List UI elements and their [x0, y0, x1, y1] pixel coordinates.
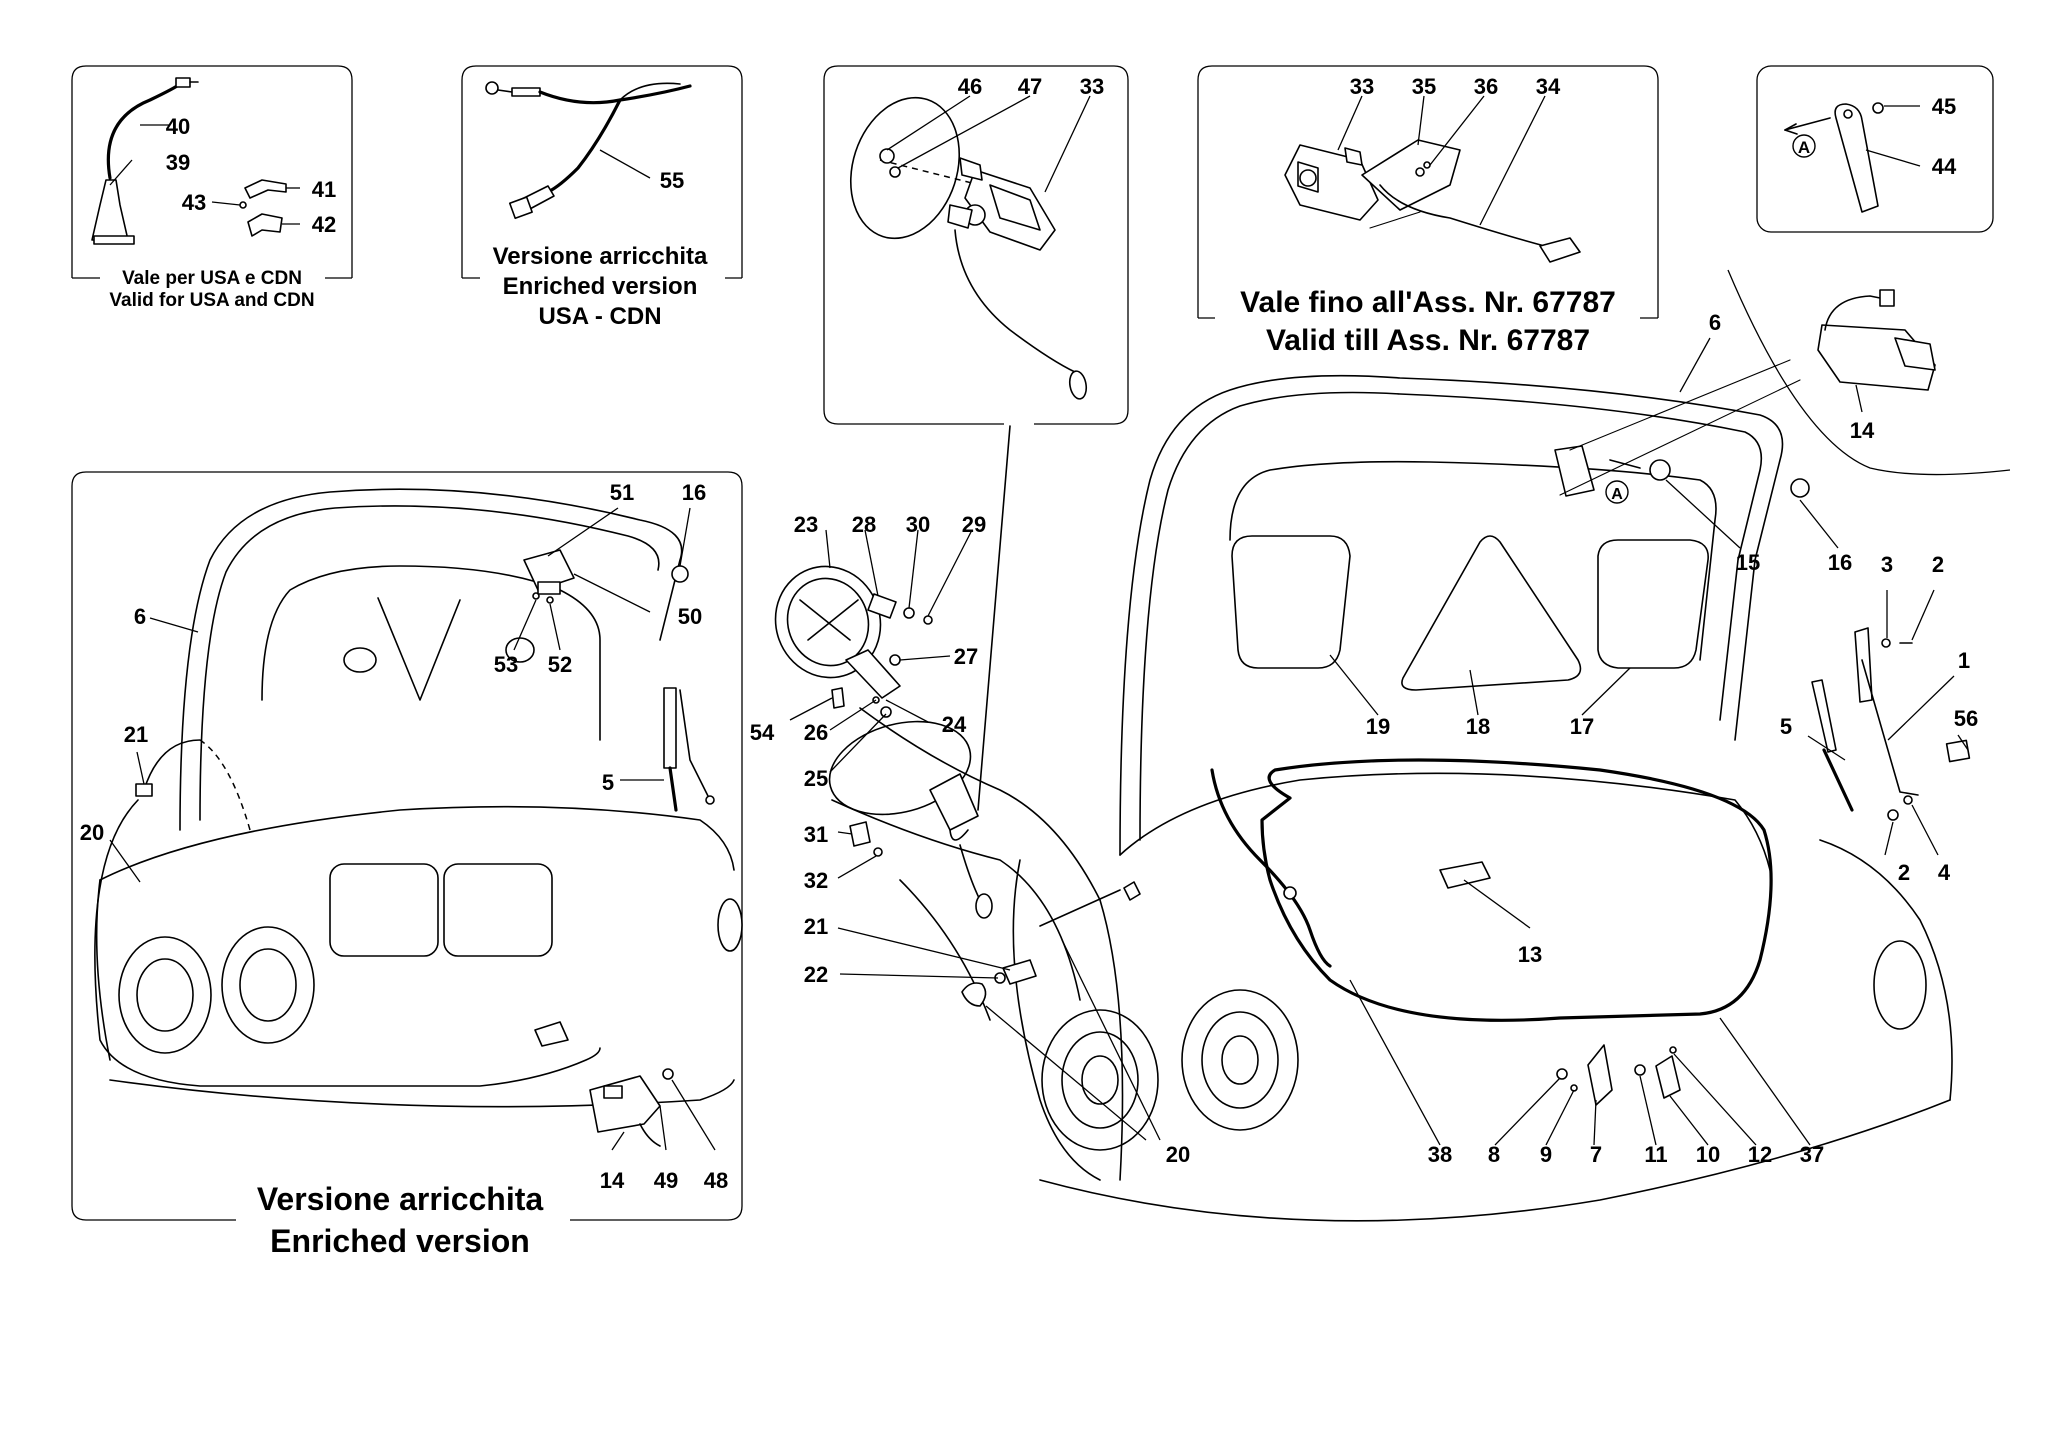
callout-41: 41: [312, 177, 336, 202]
callout-13: 13: [1518, 942, 1542, 967]
callout-51: 51: [610, 480, 634, 505]
callout-48: 48: [704, 1168, 728, 1193]
callout-37: 37: [1800, 1142, 1824, 1167]
callout-8: 8: [1488, 1142, 1500, 1167]
main-trunk-assembly: 14 A: [1012, 269, 2011, 1222]
callout-17: 17: [1570, 714, 1594, 739]
callout-34: 34: [1536, 74, 1561, 99]
callout-44: 44: [1932, 154, 1957, 179]
callout-16-b: 16: [682, 480, 706, 505]
callout-16-a: 16: [1828, 550, 1852, 575]
callout-5-b: 5: [602, 770, 614, 795]
callout-23: 23: [794, 512, 818, 537]
callout-54: 54: [750, 720, 775, 745]
caption-enriched-2: Enriched version: [270, 1223, 530, 1259]
callout-29: 29: [962, 512, 986, 537]
caption-enriched-usa-2: Enriched version: [503, 273, 698, 300]
callout-50: 50: [678, 604, 702, 629]
caption-usa-cdn-2: Valid for USA and CDN: [109, 290, 314, 311]
center-flap-assembly: 23 28 30 29 27 54 26 24 25 31 32 21 22 2…: [750, 425, 1190, 1181]
caption-valid-till-1: Vale fino all'Ass. Nr. 67787: [1240, 286, 1616, 319]
callout-20-a: 20: [1166, 1142, 1190, 1167]
callout-45: 45: [1932, 94, 1956, 119]
detail-marker-a-lid: A: [1611, 486, 1623, 503]
callout-10: 10: [1696, 1142, 1720, 1167]
callout-22: 22: [804, 962, 828, 987]
callout-40: 40: [166, 114, 190, 139]
callout-9: 9: [1540, 1142, 1552, 1167]
callout-18: 18: [1466, 714, 1490, 739]
callout-56: 56: [1954, 706, 1978, 731]
callout-42: 42: [312, 212, 336, 237]
callout-11: 11: [1644, 1142, 1667, 1167]
callout-21-b: 21: [124, 722, 148, 747]
box-flap-actuator: 46 47 33: [823, 65, 1129, 425]
callout-7: 7: [1590, 1142, 1602, 1167]
callout-55: 55: [660, 168, 684, 193]
callout-14-b: 14: [600, 1168, 625, 1193]
callout-4: 4: [1938, 860, 1951, 885]
caption-enriched-usa-3: USA - CDN: [538, 303, 661, 330]
callout-1: 1: [1958, 648, 1970, 673]
callout-52: 52: [548, 652, 572, 677]
callout-12: 12: [1748, 1142, 1772, 1167]
callout-39: 39: [166, 150, 190, 175]
callout-32: 32: [804, 868, 828, 893]
callout-31: 31: [804, 822, 828, 847]
callout-46: 46: [958, 74, 982, 99]
callout-33-b: 33: [1350, 74, 1374, 99]
callout-24: 24: [942, 712, 967, 737]
caption-enriched-1: Versione arricchita: [257, 1181, 544, 1217]
callout-38: 38: [1428, 1142, 1452, 1167]
box-enriched-usa: 55 Versione arricchita Enriched version …: [461, 65, 743, 330]
callout-36: 36: [1474, 74, 1498, 99]
detail-marker-a-circle: [1792, 134, 1816, 158]
callout-33-a: 33: [1080, 74, 1104, 99]
callout-20-b: 20: [80, 820, 104, 845]
callout-19: 19: [1366, 714, 1390, 739]
callout-27: 27: [954, 644, 978, 669]
detail-marker-a: A: [1798, 138, 1810, 157]
callout-5-a: 5: [1780, 714, 1792, 739]
callout-43: 43: [182, 190, 206, 215]
callout-26: 26: [804, 720, 828, 745]
box-enriched: 51 16 6 50 53 52 21 5 20 14 49 48 Versio…: [71, 471, 743, 1259]
caption-valid-till-2: Valid till Ass. Nr. 67787: [1266, 324, 1590, 357]
callout-3: 3: [1881, 552, 1893, 577]
callout-28: 28: [852, 512, 876, 537]
callout-2-b: 2: [1898, 860, 1910, 885]
callout-15: 15: [1736, 550, 1760, 575]
callout-2-a: 2: [1932, 552, 1944, 577]
box-valid-till: 33 35 36 34 Vale fino all'Ass. Nr. 67787…: [1197, 65, 1659, 357]
callout-49: 49: [654, 1168, 678, 1193]
box-detail-a: A 45 44: [1756, 65, 1994, 233]
box-usa-cdn: 40 39 41 43 42 Vale per USA e CDN Valid …: [71, 65, 353, 311]
caption-usa-cdn-1: Vale per USA e CDN: [122, 268, 302, 289]
callout-21-a: 21: [804, 914, 828, 939]
callout-6-a: 6: [1709, 310, 1721, 335]
callout-14-a: 14: [1850, 418, 1875, 443]
callout-25: 25: [804, 766, 828, 791]
callout-6-b: 6: [134, 604, 146, 629]
callout-35: 35: [1412, 74, 1436, 99]
caption-enriched-usa-1: Versione arricchita: [493, 243, 708, 270]
callout-47: 47: [1018, 74, 1042, 99]
callout-30: 30: [906, 512, 930, 537]
callout-53: 53: [494, 652, 518, 677]
